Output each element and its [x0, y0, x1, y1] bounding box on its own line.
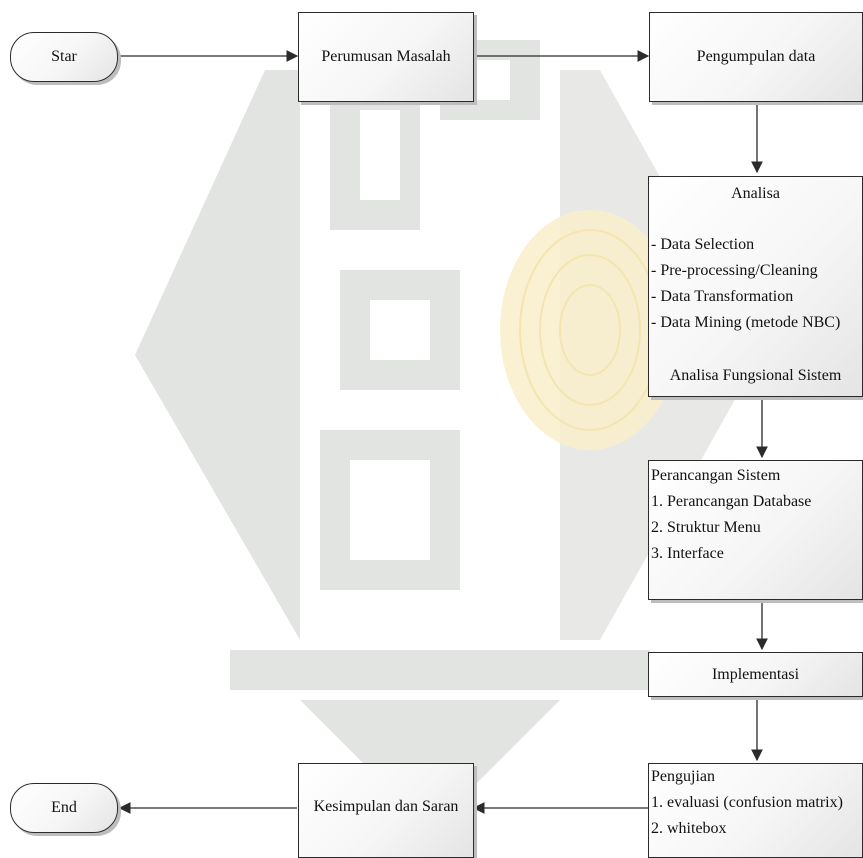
pengujian-box: Pengujian 1. evaluasi (confusion matrix)…	[648, 763, 863, 858]
perancangan-title: Perancangan Sistem	[651, 467, 781, 484]
watermark-bottom-bar	[230, 650, 650, 690]
kesimpulan-saran-box: Kesimpulan dan Saran	[298, 763, 474, 858]
analisa-step-data-selection: - Data Selection	[651, 236, 755, 253]
pengujian-item-evaluasi: 1. evaluasi (confusion matrix)	[651, 794, 843, 811]
pengumpulan-data-label: Pengumpulan data	[696, 48, 816, 65]
analisa-step-preprocessing: - Pre-processing/Cleaning	[651, 262, 818, 279]
start-terminal: Star	[10, 32, 118, 82]
perancangan-content: Perancangan Sistem 1. Perancangan Databa…	[651, 463, 811, 567]
pengujian-content: Pengujian 1. evaluasi (confusion matrix)…	[651, 764, 843, 842]
analisa-step-transformation: - Data Transformation	[651, 288, 794, 305]
perancangan-item-interface: 3. Interface	[651, 545, 724, 562]
analisa-footer: Analisa Fungsional Sistem	[669, 367, 842, 384]
perancangan-sistem-box: Perancangan Sistem 1. Perancangan Databa…	[648, 460, 863, 600]
perancangan-item-menu: 2. Struktur Menu	[651, 519, 761, 536]
end-terminal: End	[10, 783, 118, 833]
start-label: Star	[51, 48, 77, 65]
pengumpulan-data-box: Pengumpulan data	[649, 12, 863, 102]
kesimpulan-saran-label: Kesimpulan dan Saran	[313, 797, 459, 815]
perumusan-masalah-label: Perumusan Masalah	[321, 48, 451, 65]
analisa-box: Analisa - Data Selection - Pre-processin…	[648, 176, 863, 397]
end-label: End	[51, 799, 77, 816]
analisa-step-data-mining: - Data Mining (metode NBC)	[651, 314, 841, 331]
implementasi-box: Implementasi	[648, 652, 863, 697]
analisa-steps: - Data Selection - Pre-processing/Cleani…	[651, 232, 840, 336]
pengujian-item-whitebox: 2. whitebox	[651, 820, 727, 837]
perancangan-item-database: 1. Perancangan Database	[651, 493, 812, 510]
implementasi-label: Implementasi	[711, 665, 800, 683]
pengujian-title: Pengujian	[651, 768, 715, 785]
watermark-emblem	[500, 210, 680, 450]
perumusan-masalah-box: Perumusan Masalah	[298, 12, 474, 102]
watermark-shape-left	[135, 70, 300, 640]
analisa-title: Analisa	[731, 185, 780, 202]
